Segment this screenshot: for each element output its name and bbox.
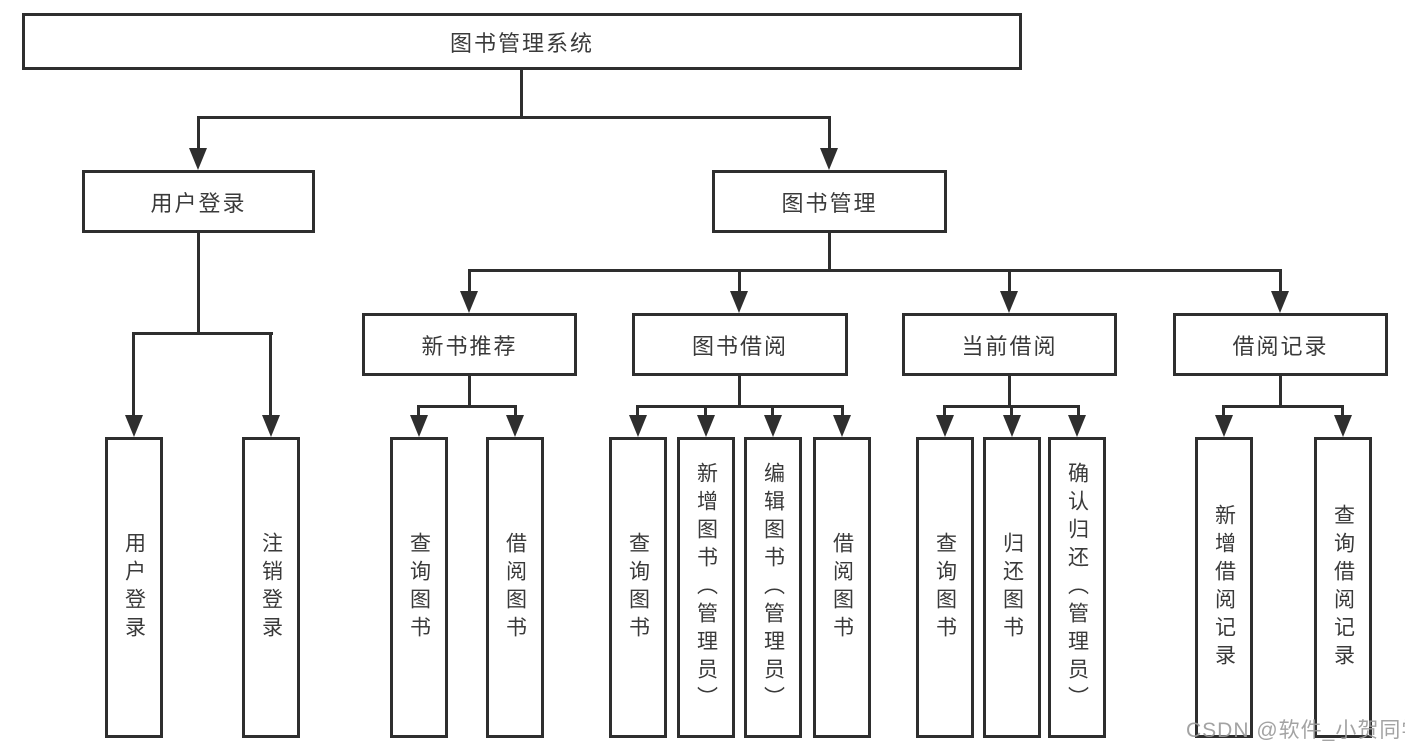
leaf-borrowing-borrow-books: 借阅图书 bbox=[813, 437, 871, 738]
connector-arrowhead bbox=[506, 415, 524, 437]
leaf-user-login-label: 用户登录 bbox=[122, 531, 146, 644]
connector-line bbox=[828, 233, 831, 272]
connector-arrowhead bbox=[820, 148, 838, 170]
leaf-borrowing-query-books-label: 查询图书 bbox=[626, 531, 650, 644]
connector-line bbox=[1008, 269, 1011, 295]
node-borrow-records: 借阅记录 bbox=[1173, 313, 1388, 376]
connector-line bbox=[636, 405, 639, 417]
connector-line bbox=[1010, 405, 1013, 417]
leaf-query-borrow-record: 查询借阅记录 bbox=[1314, 437, 1372, 738]
connector-line bbox=[197, 116, 200, 150]
connector-line bbox=[468, 376, 471, 408]
leaf-add-borrow-record: 新增借阅记录 bbox=[1195, 437, 1253, 738]
connector-arrowhead bbox=[1068, 415, 1086, 437]
connector-line bbox=[468, 269, 471, 295]
connector-line bbox=[738, 269, 741, 295]
connector-arrowhead bbox=[410, 415, 428, 437]
connector-line bbox=[417, 405, 420, 417]
leaf-edit-books-admin: 编辑图书（管理员） bbox=[744, 437, 802, 738]
connector-arrowhead bbox=[262, 415, 280, 437]
connector-arrowhead bbox=[1215, 415, 1233, 437]
leaf-borrowing-borrow-books-label: 借阅图书 bbox=[830, 531, 854, 644]
leaf-logout-label: 注销登录 bbox=[259, 531, 283, 644]
leaf-confirm-return-admin-label: 确认归还（管理员） bbox=[1065, 461, 1089, 714]
leaf-current-query-books-label: 查询图书 bbox=[933, 531, 957, 644]
connector-line bbox=[132, 332, 135, 416]
leaf-recommend-borrow-books-label: 借阅图书 bbox=[503, 531, 527, 644]
connector-arrowhead bbox=[629, 415, 647, 437]
connector-line bbox=[269, 332, 272, 416]
connector-line bbox=[1341, 405, 1344, 417]
connector-arrowhead bbox=[460, 291, 478, 313]
connector-arrowhead bbox=[697, 415, 715, 437]
node-user-login: 用户登录 bbox=[82, 170, 315, 233]
node-book-management: 图书管理 bbox=[712, 170, 947, 233]
node-new-book-recommend-label: 新书推荐 bbox=[421, 333, 518, 359]
leaf-add-borrow-record-label: 新增借阅记录 bbox=[1212, 503, 1236, 672]
connector-line bbox=[520, 70, 523, 119]
leaf-recommend-query-books-label: 查询图书 bbox=[407, 531, 431, 644]
connector-line bbox=[1008, 376, 1011, 408]
leaf-edit-books-admin-label: 编辑图书（管理员） bbox=[761, 461, 785, 714]
node-user-login-label: 用户登录 bbox=[150, 190, 247, 216]
connector-arrowhead bbox=[1003, 415, 1021, 437]
connector-arrowhead bbox=[730, 291, 748, 313]
connector-arrowhead bbox=[833, 415, 851, 437]
connector-arrowhead bbox=[936, 415, 954, 437]
leaf-user-login: 用户登录 bbox=[105, 437, 163, 738]
leaf-add-books-admin-label: 新增图书（管理员） bbox=[694, 461, 718, 714]
leaf-confirm-return-admin: 确认归还（管理员） bbox=[1048, 437, 1106, 738]
connector-line bbox=[468, 269, 1282, 272]
connector-line bbox=[943, 405, 946, 417]
node-book-borrowing: 图书借阅 bbox=[632, 313, 848, 376]
node-root-label: 图书管理系统 bbox=[449, 30, 594, 56]
leaf-logout: 注销登录 bbox=[242, 437, 300, 738]
connector-line bbox=[841, 405, 844, 417]
connector-arrowhead bbox=[1271, 291, 1289, 313]
connector-line bbox=[636, 405, 844, 408]
leaf-recommend-query-books: 查询图书 bbox=[390, 437, 448, 738]
connector-line bbox=[417, 405, 517, 408]
leaf-query-borrow-record-label: 查询借阅记录 bbox=[1331, 503, 1355, 672]
leaf-borrowing-query-books: 查询图书 bbox=[609, 437, 667, 738]
connector-line bbox=[197, 116, 831, 119]
connector-line bbox=[197, 233, 200, 335]
connector-arrowhead bbox=[189, 148, 207, 170]
connector-line bbox=[1279, 376, 1282, 408]
csdn-watermark: CSDN @软件_小贺同学 bbox=[1186, 719, 1405, 742]
connector-line bbox=[514, 405, 517, 417]
connector-arrowhead bbox=[1334, 415, 1352, 437]
leaf-return-books: 归还图书 bbox=[983, 437, 1041, 738]
connector-line bbox=[132, 332, 273, 335]
connector-line bbox=[1077, 405, 1080, 417]
connector-line bbox=[1279, 269, 1282, 295]
connector-arrowhead bbox=[764, 415, 782, 437]
connector-line bbox=[1222, 405, 1344, 408]
connector-line bbox=[828, 116, 831, 150]
leaf-add-books-admin: 新增图书（管理员） bbox=[677, 437, 735, 738]
node-root-library-system: 图书管理系统 bbox=[22, 13, 1022, 70]
connector-line bbox=[1222, 405, 1225, 417]
node-book-management-label: 图书管理 bbox=[781, 190, 878, 216]
node-book-borrowing-label: 图书借阅 bbox=[691, 333, 788, 359]
connector-arrowhead bbox=[125, 415, 143, 437]
connector-arrowhead bbox=[1000, 291, 1018, 313]
node-current-borrowing: 当前借阅 bbox=[902, 313, 1117, 376]
connector-line bbox=[771, 405, 774, 417]
leaf-current-query-books: 查询图书 bbox=[916, 437, 974, 738]
leaf-recommend-borrow-books: 借阅图书 bbox=[486, 437, 544, 738]
node-borrow-records-label: 借阅记录 bbox=[1232, 333, 1329, 359]
node-new-book-recommend: 新书推荐 bbox=[362, 313, 577, 376]
leaf-return-books-label: 归还图书 bbox=[1000, 531, 1024, 644]
node-current-borrowing-label: 当前借阅 bbox=[961, 333, 1058, 359]
connector-line bbox=[704, 405, 707, 417]
connector-line bbox=[738, 376, 741, 408]
